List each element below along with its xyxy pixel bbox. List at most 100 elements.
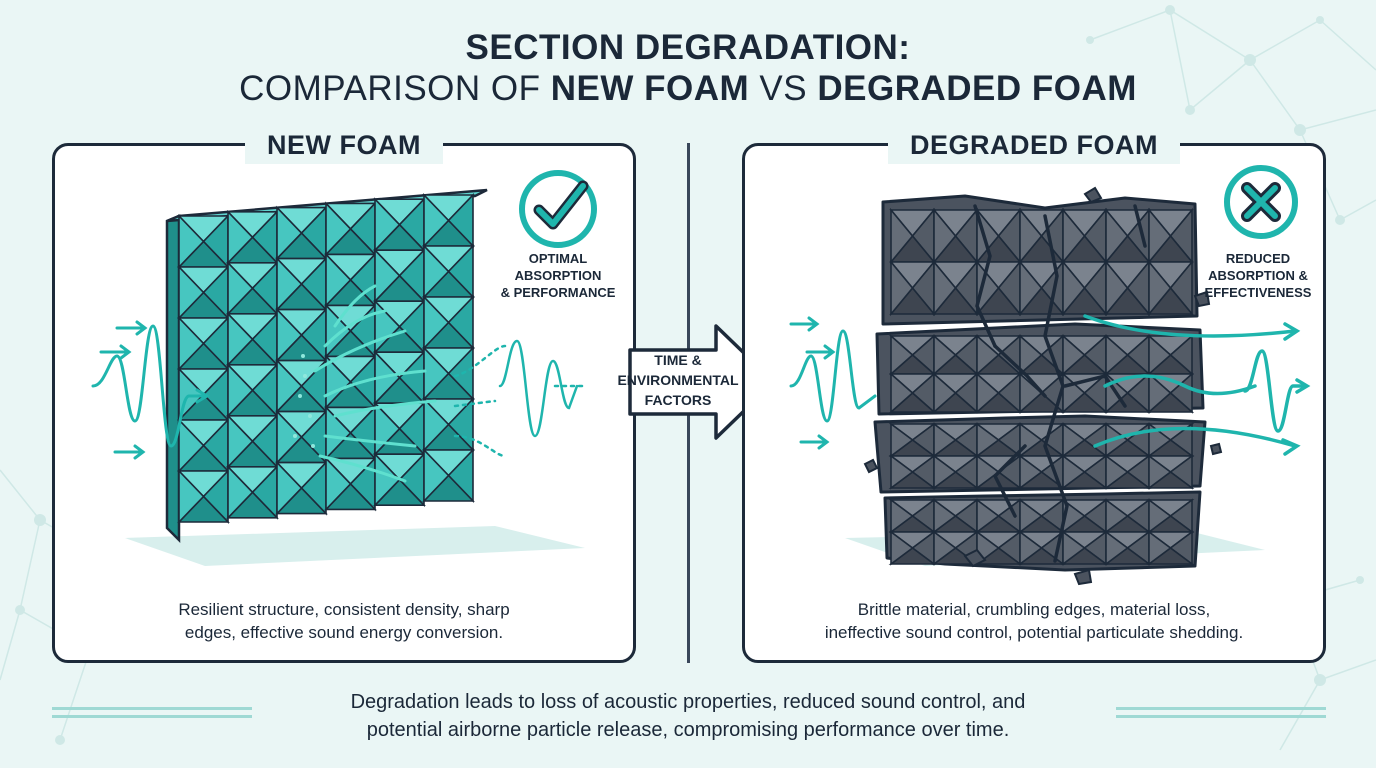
foam-pyramid-face <box>890 372 914 414</box>
foam-pyramid-face <box>325 303 352 359</box>
foam-pyramid-face <box>1062 530 1086 566</box>
foam-pyramid-face <box>890 334 914 376</box>
foam-pyramid-face <box>325 252 352 308</box>
foam-debris <box>863 186 1223 586</box>
foam-pyramid-face <box>1019 530 1043 566</box>
foam-pyramid-face <box>1019 207 1043 265</box>
foam-pyramid-face <box>1148 454 1172 490</box>
transmitted-sound-arrows <box>1083 314 1311 456</box>
foam-pyramid-face <box>325 201 352 257</box>
degraded-foam-heading: DEGRADED FOAM <box>888 126 1180 164</box>
foam-pyramid-face <box>933 422 957 458</box>
foam-pyramid-face <box>933 372 957 414</box>
foam-pyramid-face <box>227 464 254 520</box>
foam-pyramid-face <box>976 498 1000 534</box>
foam-pyramid-face <box>1062 207 1086 265</box>
foam-pyramid-face <box>276 205 303 261</box>
foam-pyramid-face <box>178 418 205 473</box>
foam-pyramid-face <box>933 207 957 265</box>
title-prefix: COMPARISON OF <box>239 69 541 108</box>
foam-pyramid-face <box>1105 530 1129 566</box>
foam-pyramid-face <box>325 354 352 410</box>
foam-pyramid-face <box>325 456 352 512</box>
foam-pyramid-face <box>1062 334 1086 376</box>
foam-pyramid-face <box>1062 422 1086 458</box>
title-line-1: SECTION DEGRADATION: <box>465 28 911 67</box>
foam-pyramid-face <box>423 397 450 452</box>
foam-pyramid-face <box>976 454 1000 490</box>
foam-pyramid-face <box>276 307 303 363</box>
new-foam-badge-label: OPTIMAL ABSORPTION & PERFORMANCE <box>500 251 616 300</box>
foam-pyramid-face <box>976 259 1000 317</box>
incoming-sound-wave <box>91 320 210 460</box>
foam-pyramid-face <box>976 422 1000 458</box>
foam-pyramid-face <box>890 259 914 317</box>
foam-pyramid-face <box>1105 207 1129 265</box>
foam-pyramid-face <box>1148 530 1172 566</box>
foam-pyramid-face <box>178 469 205 524</box>
foam-cracks <box>973 204 1147 563</box>
foam-pyramid-grid <box>177 193 475 524</box>
foam-pyramid-face <box>325 405 352 461</box>
foam-pyramid-face <box>933 334 957 376</box>
x-circle-icon <box>1224 165 1298 239</box>
foam-pyramid-face <box>1148 498 1172 534</box>
time-arrow: TIME & ENVIRONMENTAL FACTORS <box>598 320 778 444</box>
foam-pyramid-face <box>423 193 450 248</box>
foam-pyramid-face <box>374 452 401 508</box>
foam-pyramid-grid-degraded <box>888 207 1195 566</box>
foam-pyramid-face <box>1019 498 1043 534</box>
foam-pyramid-face <box>374 197 401 253</box>
page-title: SECTION DEGRADATION: COMPARISON OF NEW F… <box>0 28 1376 110</box>
check-circle-icon <box>519 170 597 248</box>
time-arrow-label: TIME & ENVIRONMENTAL FACTORS <box>617 352 739 408</box>
title-degraded-foam: DEGRADED FOAM <box>817 69 1137 108</box>
transmitted-sound-wave <box>453 344 587 458</box>
foam-pyramid-face <box>423 244 450 299</box>
foam-pyramid-face <box>227 311 254 367</box>
foam-pyramid-face <box>1019 372 1043 414</box>
foam-pyramid-face <box>374 248 401 304</box>
foam-pyramid-face <box>1105 454 1129 490</box>
foam-pyramid-face <box>276 409 303 465</box>
foam-pyramid-face <box>933 454 957 490</box>
foam-pyramid-face <box>1105 498 1129 534</box>
foam-pyramid-face <box>423 448 450 503</box>
foam-pyramid-face <box>1019 259 1043 317</box>
absorption-arrows <box>313 284 437 483</box>
foam-pyramid-face <box>890 530 914 566</box>
foam-pyramid-face <box>1148 334 1172 376</box>
incoming-sound-wave-degraded <box>789 316 877 450</box>
foam-pyramid-face <box>890 422 914 458</box>
foam-pyramid-face <box>227 260 254 316</box>
new-foam-illustration <box>91 188 587 566</box>
foam-pyramid-face <box>1105 259 1129 317</box>
degraded-foam-panel: DEGRADED FOAM <box>742 126 1326 663</box>
foam-pyramid-face <box>276 358 303 414</box>
degraded-foam-caption: Brittle material, crumbling edges, mater… <box>824 600 1244 642</box>
foam-pyramid-face <box>178 214 205 269</box>
foam-pyramid-face <box>890 207 914 265</box>
footer-rule-right <box>1116 707 1326 719</box>
footer-summary: Degradation leads to loss of acoustic pr… <box>350 691 1026 741</box>
foam-pyramid-face <box>1148 207 1172 265</box>
new-foam-heading: NEW FOAM <box>245 126 443 164</box>
foam-pyramid-face <box>1062 259 1086 317</box>
foam-pyramid-face <box>933 259 957 317</box>
title-line-2: COMPARISON OF NEW FOAM VS DEGRADED FOAM <box>0 68 1376 110</box>
foam-pyramid-face <box>227 413 254 469</box>
foam-pyramid-face <box>1148 259 1172 317</box>
footer-rule-left <box>52 707 252 719</box>
foam-pyramid-face <box>976 334 1000 376</box>
foam-pyramid-face <box>178 316 205 371</box>
foam-pyramid-face <box>276 256 303 312</box>
foam-pyramid-face <box>227 209 254 265</box>
foam-pyramid-face <box>1019 454 1043 490</box>
foam-pyramid-face <box>227 362 254 418</box>
foam-pyramid-face <box>1062 454 1086 490</box>
foam-pyramid-face <box>933 530 957 566</box>
foam-pyramid-face <box>1062 498 1086 534</box>
foam-pyramid-face <box>933 498 957 534</box>
foam-pyramid-face <box>1148 372 1172 414</box>
foam-pyramid-face <box>1019 334 1043 376</box>
